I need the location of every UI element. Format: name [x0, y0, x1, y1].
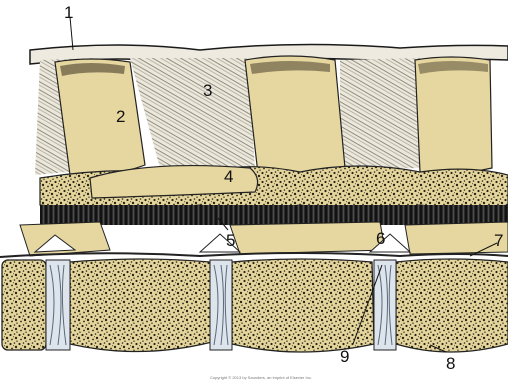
vertebral-body-0 [2, 260, 46, 350]
label-7: 7 [494, 232, 503, 249]
vertebral-body-2 [232, 259, 374, 352]
copyright-notice: Copyright © 2013 by Saunders, an imprint… [186, 375, 336, 380]
pedicle-3 [405, 222, 508, 254]
pedicle-2 [230, 222, 385, 254]
label-8: 8 [446, 355, 455, 372]
spinous-process-3 [415, 57, 492, 173]
intervertebral-disc-3 [374, 260, 396, 350]
spinous-process-1 [55, 59, 145, 176]
label-2: 2 [116, 108, 125, 125]
label-6: 6 [376, 230, 385, 247]
label-4: 4 [224, 168, 233, 185]
intervertebral-disc-2 [210, 260, 232, 350]
vertebral-body-3 [396, 259, 508, 352]
intervertebral-disc-1 [46, 260, 70, 350]
label-3: 3 [203, 82, 212, 99]
label-9: 9 [340, 348, 349, 365]
interspinous-ligament-right [340, 58, 420, 170]
label-1: 1 [64, 4, 73, 21]
ligamentum-flavum [40, 205, 508, 225]
vertebral-body-1 [70, 259, 212, 352]
label-5: 5 [226, 232, 235, 249]
spinous-process-2 [245, 56, 345, 175]
